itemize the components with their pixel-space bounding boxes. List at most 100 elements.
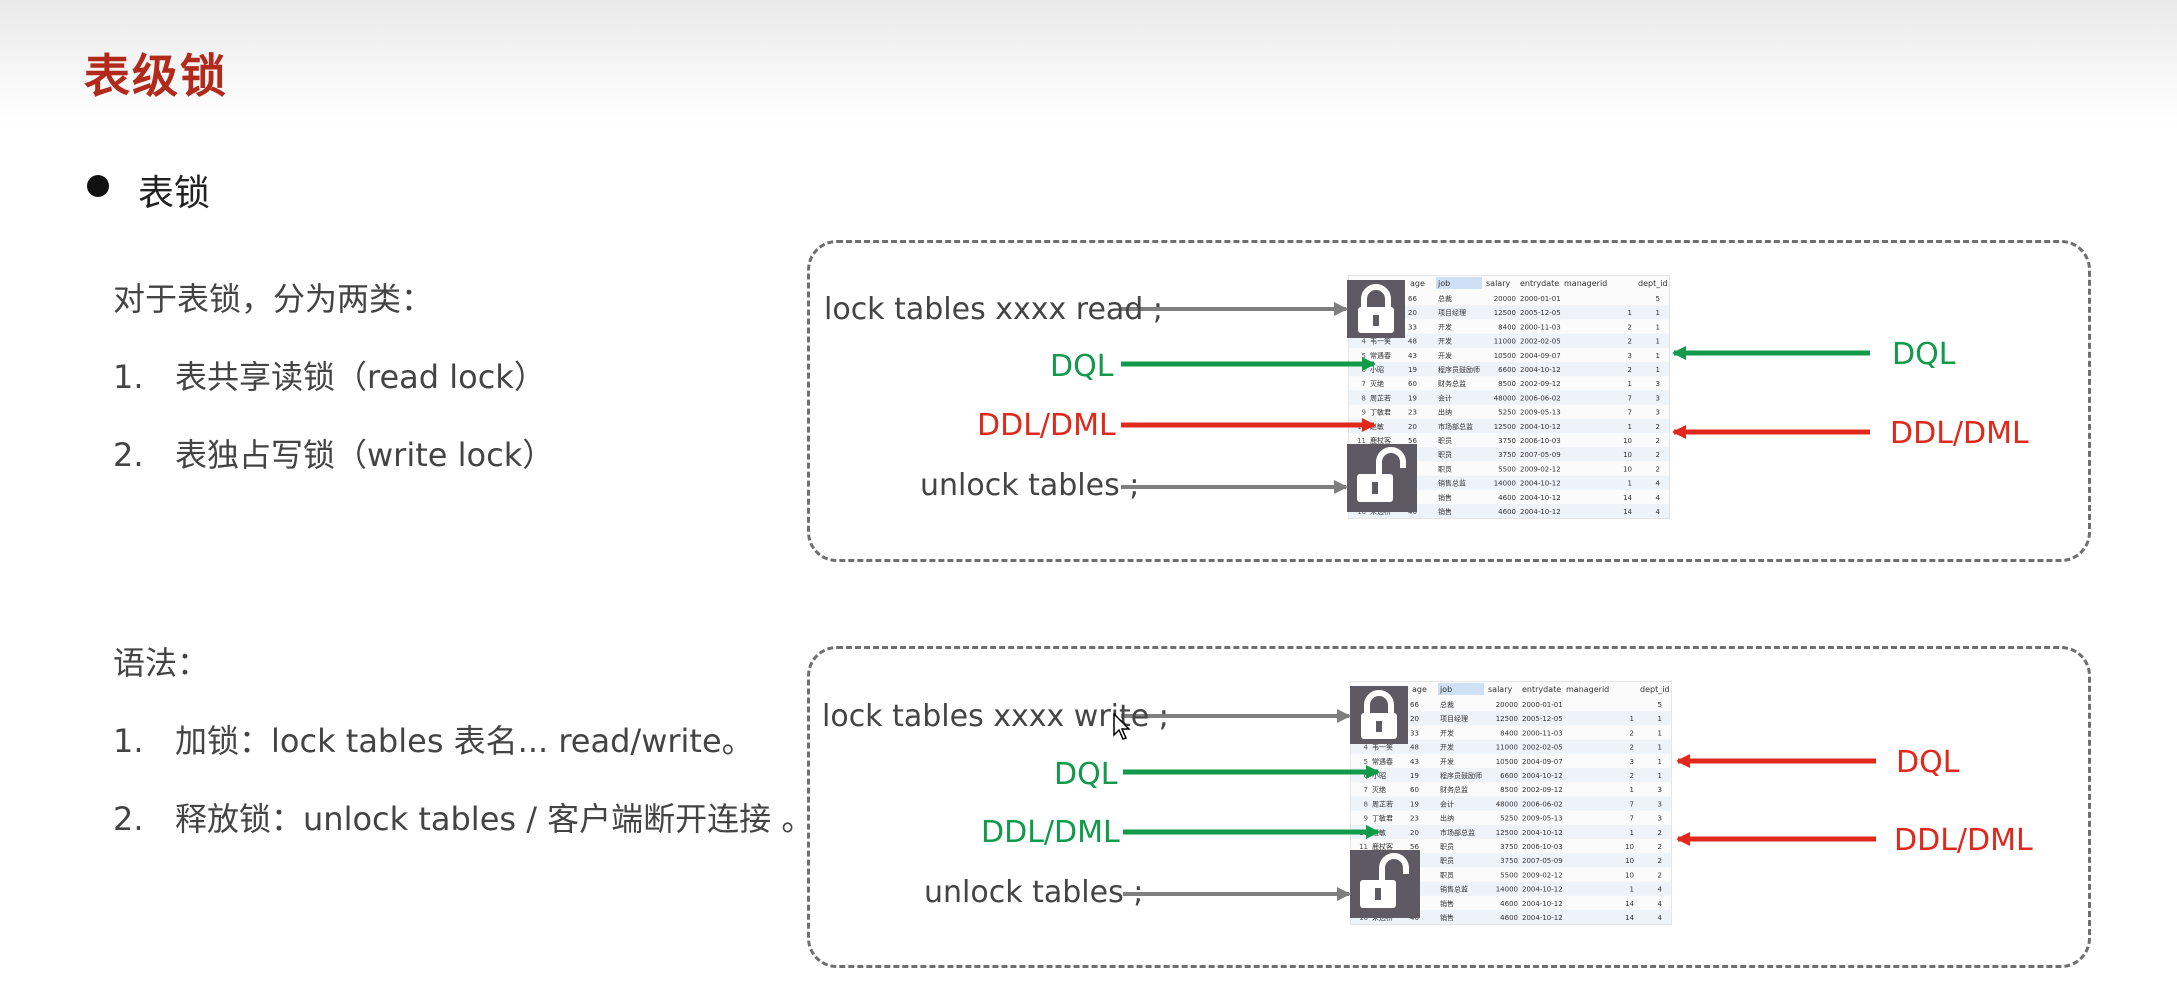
table-cell: 2002-09-12 <box>1522 786 1563 794</box>
read-left-dql-label: DQL <box>1050 349 1114 384</box>
table-cell: 常遇春 <box>1370 351 1391 360</box>
lock-open-icon <box>1347 444 1417 512</box>
table-cell: 程序员鼓励师 <box>1440 771 1482 780</box>
table-cell: 5500 <box>1498 465 1516 473</box>
table-cell: 2005-12-05 <box>1520 309 1561 317</box>
table-cell: 12500 <box>1494 309 1516 317</box>
table-row-stripe <box>1349 475 1669 490</box>
table-cell: 灭绝 <box>1370 379 1384 388</box>
table-cell: 12500 <box>1494 423 1516 431</box>
read-right-ddl-label: DDL/DML <box>1890 416 2029 451</box>
table-row-stripe <box>1351 711 1671 726</box>
table-cell: 11000 <box>1494 338 1516 346</box>
table-cell: 2002-02-05 <box>1520 338 1561 346</box>
table-cell: 10 <box>1625 857 1634 865</box>
table-cell: 2000-01-01 <box>1520 295 1561 303</box>
table-cell: 职员 <box>1440 871 1454 879</box>
table-header-cell: age <box>1410 279 1425 288</box>
table-cell: 2009-05-13 <box>1522 815 1563 823</box>
read-right-dql-label: DQL <box>1892 337 1956 372</box>
table-cell: 8500 <box>1500 786 1518 794</box>
table-cell: 赵敏 <box>1370 422 1384 431</box>
table-cell: 销售 <box>1438 507 1452 516</box>
write-lock-command: lock tables xxxx write ; <box>822 699 1169 734</box>
table-row-stripe <box>1351 796 1671 811</box>
table-cell: 丁敏君 <box>1372 814 1393 823</box>
table-cell: 2 <box>1630 729 1634 737</box>
table-cell: 12500 <box>1496 715 1518 723</box>
write-lock-diagram-box <box>807 646 2091 968</box>
table-cell: 7 <box>1630 815 1634 823</box>
table-cell: 10 <box>1625 843 1634 851</box>
table-cell: 鹿杖客 <box>1370 436 1391 445</box>
table-cell: 2004-09-07 <box>1520 352 1561 360</box>
table-cell: 会计 <box>1440 799 1454 808</box>
table-cell: 3750 <box>1500 857 1518 865</box>
table-header-cell: job <box>1437 279 1450 288</box>
table-row-stripe <box>1349 333 1669 348</box>
table-cell: 韦一笑 <box>1372 743 1393 752</box>
table-cell: 8500 <box>1498 380 1516 388</box>
table-cell: 开发 <box>1440 743 1454 752</box>
table-cell: 2006-06-02 <box>1522 800 1563 808</box>
table-cell: 10 <box>1623 437 1632 445</box>
table-cell: 2009-02-12 <box>1522 871 1563 879</box>
table-cell: 小昭 <box>1370 365 1384 374</box>
table-row-stripe <box>1349 418 1669 433</box>
table-cell: 职员 <box>1440 857 1454 865</box>
table-row-number: 9 <box>1364 815 1368 823</box>
lock-closed-icon <box>1347 280 1405 338</box>
table-cell: 2009-05-13 <box>1520 409 1561 417</box>
table-cell: 2 <box>1658 843 1662 851</box>
table-cell: 4 <box>1658 886 1663 894</box>
table-cell: 3750 <box>1500 843 1518 851</box>
table-cell: 4 <box>1658 900 1663 908</box>
table-cell: 项目经理 <box>1440 714 1468 723</box>
table-cell: 8400 <box>1500 729 1518 737</box>
table-cell: 2 <box>1628 323 1632 331</box>
table-cell: 2004-10-12 <box>1522 772 1563 780</box>
table-cell: 出纳 <box>1438 408 1452 417</box>
lock-closed-icon <box>1350 686 1408 744</box>
table-cell: 开发 <box>1438 351 1452 360</box>
table-cell: 丁敏君 <box>1370 408 1391 417</box>
table-cell: 2004-09-07 <box>1522 758 1563 766</box>
table-cell: 7 <box>1628 409 1632 417</box>
table-cell: 1 <box>1628 480 1632 488</box>
table-cell: 2006-10-03 <box>1520 437 1561 445</box>
table-row-number: 8 <box>1362 394 1366 402</box>
table-cell: 5250 <box>1498 409 1516 417</box>
table-cell: 60 <box>1408 380 1417 388</box>
table-cell: 市场部总监 <box>1438 422 1473 431</box>
table-cell: 6600 <box>1498 366 1516 374</box>
table-cell: 项目经理 <box>1438 308 1466 317</box>
table-cell: 职员 <box>1438 451 1452 459</box>
table-cell: 1 <box>1658 715 1662 723</box>
table-cell: 10500 <box>1494 352 1516 360</box>
table-cell: 财务总监 <box>1438 379 1466 388</box>
table-header-cell: salary <box>1488 685 1512 694</box>
table-header-cell: managerid <box>1566 685 1609 694</box>
read-lock-diagram-box <box>807 240 2091 562</box>
table-cell: 14 <box>1623 508 1632 516</box>
table-cell: 3750 <box>1498 437 1516 445</box>
table-cell: 4600 <box>1500 900 1518 908</box>
table-cell: 程序员鼓励师 <box>1438 365 1480 374</box>
table-row-stripe <box>1351 853 1671 868</box>
write-left-dql-label: DQL <box>1054 757 1118 792</box>
table-cell: 销售 <box>1440 899 1454 908</box>
table-row-number: 8 <box>1364 800 1368 808</box>
table-row-stripe <box>1351 768 1671 783</box>
table-cell: 1 <box>1658 758 1662 766</box>
table-cell: 韦一笑 <box>1370 337 1391 346</box>
table-cell: 2002-02-05 <box>1522 744 1563 752</box>
table-cell: 2007-05-09 <box>1522 857 1563 865</box>
table-cell: 8400 <box>1498 323 1516 331</box>
table-cell: 1 <box>1656 352 1660 360</box>
table-cell: 2 <box>1656 423 1660 431</box>
table-cell: 40 <box>1408 508 1417 516</box>
table-cell: 3 <box>1656 409 1660 417</box>
table-cell: 1 <box>1630 786 1634 794</box>
table-cell: 66 <box>1408 295 1417 303</box>
table-cell: 2004-10-12 <box>1522 829 1563 837</box>
